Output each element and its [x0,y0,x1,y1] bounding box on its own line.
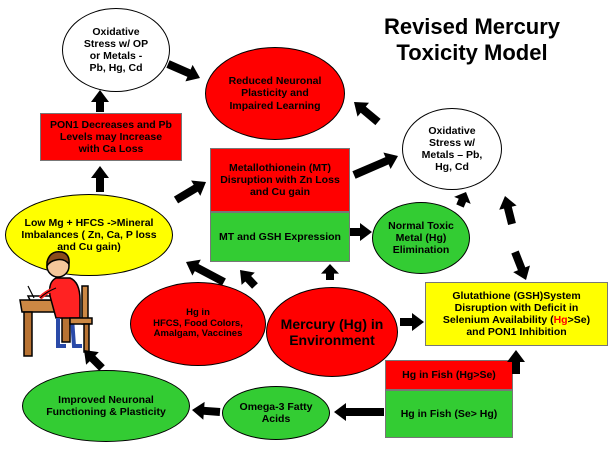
node-text-line: Elimination [392,244,450,257]
node-text-line: Oxidative [428,124,476,137]
metallothionein-node: Metallothionein (MT) Disruption with Zn … [210,148,350,212]
flow-arrow [192,401,221,420]
title-line-2: Toxicity Model [396,39,548,65]
node-text-line: HFCS, Food Colors, [153,317,243,329]
node-text-line: Disruption with Deficit in [454,301,579,314]
flow-arrow [454,192,471,208]
node-text-line: Imbalances ( Zn, Ca, P loss [21,228,157,241]
node-text-line: Selenium Availability (Hg>Se) [443,314,590,326]
node-text-line: Pb, Hg, Cd [89,62,143,75]
flow-arrow [91,166,109,192]
mercury-environment-node: Mercury (Hg) in Environment [266,287,398,377]
flow-arrow [334,403,384,421]
node-text-line: PON1 Decreases and Pb [50,118,172,131]
mt-gsh-expression-node: MT and GSH Expression [210,212,350,262]
node-text-line: and Cu gain) [57,241,121,254]
flow-arrow [511,250,530,280]
glutathione-system-node: Glutathione (GSH)System Disruption with … [425,282,608,346]
node-text-line: Amalgam, Vaccines [153,328,243,340]
node-text-line: Disruption with Zn Loss [220,173,340,186]
flow-arrow [173,180,206,204]
node-text-line: Metal (Hg) [395,231,447,244]
reduced-plasticity-node: Reduced Neuronal Plasticity and Impaired… [205,47,345,140]
node-text-line: and PON1 Inhibition [466,326,567,339]
node-text-line: Normal Toxic [388,219,454,232]
node-text-line: Environment [289,332,375,348]
node-text-line: Hg in [186,306,210,318]
node-text-line: Stress w/ OP [83,37,149,50]
normal-toxic-elimination-node: Normal Toxic Metal (Hg) Elimination [372,202,470,274]
pon1-decreases-node: PON1 Decreases and Pb Levels may Increas… [40,113,182,161]
flow-arrow [499,196,517,225]
node-text-line: Improved Neuronal [58,393,154,406]
node-text-line: Hg in Fish (Hg>Se) [402,368,496,381]
node-text-line: Stress w/ [428,136,476,149]
hg-fish-se-gt-hg-node: Hg in Fish (Se> Hg) [385,390,513,438]
node-text-line: Omega-3 Fatty [239,400,313,413]
flow-arrow [352,152,398,179]
omega3-node: Omega-3 Fatty Acids [222,386,330,440]
node-text-line: with Ca Loss [78,143,144,156]
node-text-line: Mercury (Hg) in [280,315,384,332]
node-text-span: >Se) [567,314,591,326]
title-line-1: Revised Mercury [383,14,561,39]
oxidative-stress-op-node: Oxidative Stress w/ OP or Metals - Pb, H… [62,8,170,92]
low-mg-hfcs-node: Low Mg + HFCS ->Mineral Imbalances ( Zn,… [5,194,173,276]
oxidative-stress-metals-node: Oxidative Stress w/ Metals – Pb, Hg, Cd [402,108,502,190]
hg-sources-node: Hg in HFCS, Food Colors, Amalgam, Vaccin… [130,282,266,366]
node-text-line: Low Mg + HFCS ->Mineral [24,216,154,229]
flow-arrow [400,313,424,331]
node-text-line: Glutathione (GSH)System [452,289,581,302]
node-text-line: Hg in Fish (Se> Hg) [400,407,498,420]
flow-arrow [91,90,109,112]
flow-arrow [321,264,339,280]
node-text-line: Reduced Neuronal [228,75,322,88]
flow-arrow [354,102,381,126]
node-text-line: Metals – Pb, [421,149,483,161]
node-text-span: Selenium Availability ( [442,314,554,326]
node-text-line: Hg, Cd [435,161,469,174]
node-text-line: Functioning & Plasticity [46,406,166,418]
node-text-line: Levels may Increase [59,130,163,143]
node-text-line: MT and GSH Expression [219,230,341,243]
flow-arrow [84,350,105,371]
diagram-title: Revised Mercury Toxicity Model [362,14,582,66]
node-text-line: or Metals - [89,50,143,62]
improved-neuronal-node: Improved Neuronal Functioning & Plastici… [22,370,190,442]
flow-arrow [240,270,258,289]
node-text-line: Impaired Learning [229,99,321,112]
node-text-line: Oxidative [92,25,140,38]
flow-arrow [350,223,372,241]
node-text-line: and Cu gain [249,186,311,199]
node-text-line: Plasticity and [241,87,309,100]
hg-highlight-text: Hg [553,314,568,326]
flow-arrow [166,60,200,82]
node-text-line: Metallothionein (MT) [228,161,332,174]
node-text-line: Acids [261,413,291,425]
hg-fish-hg-gt-se-node: Hg in Fish (Hg>Se) [385,360,513,390]
